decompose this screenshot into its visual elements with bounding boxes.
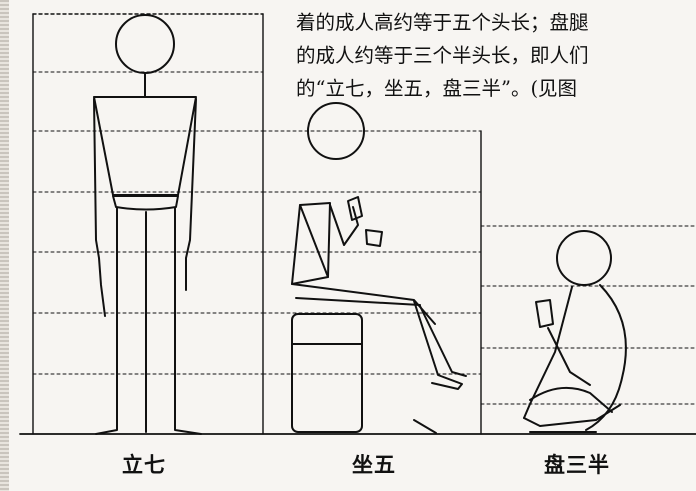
text-line-1: 着的成人高约等于五个头长；盘腿 xyxy=(296,11,589,34)
caption-standing: 立七 xyxy=(122,453,166,477)
sitting-panel-frame xyxy=(262,130,482,435)
crosslegged-figure xyxy=(523,230,627,433)
caption-crosslegged: 盘三半 xyxy=(544,453,610,477)
crosslegged-head-unit-lines xyxy=(480,225,696,405)
sitting-figure xyxy=(291,102,467,434)
text-line-3: 的“立七，坐五，盘三半”。(见图 xyxy=(296,77,578,100)
standing-panel-frame xyxy=(19,13,696,435)
body-text: 着的成人高约等于五个头长；盘腿 的成人约等于三个半头长，即人们 的“立七，坐五，… xyxy=(296,6,696,105)
page-edge xyxy=(0,0,9,491)
caption-sitting: 坐五 xyxy=(352,453,396,477)
text-line-2: 的成人约等于三个半头长，即人们 xyxy=(296,44,589,67)
standing-head-unit-lines xyxy=(32,71,264,375)
standing-figure xyxy=(93,14,202,435)
